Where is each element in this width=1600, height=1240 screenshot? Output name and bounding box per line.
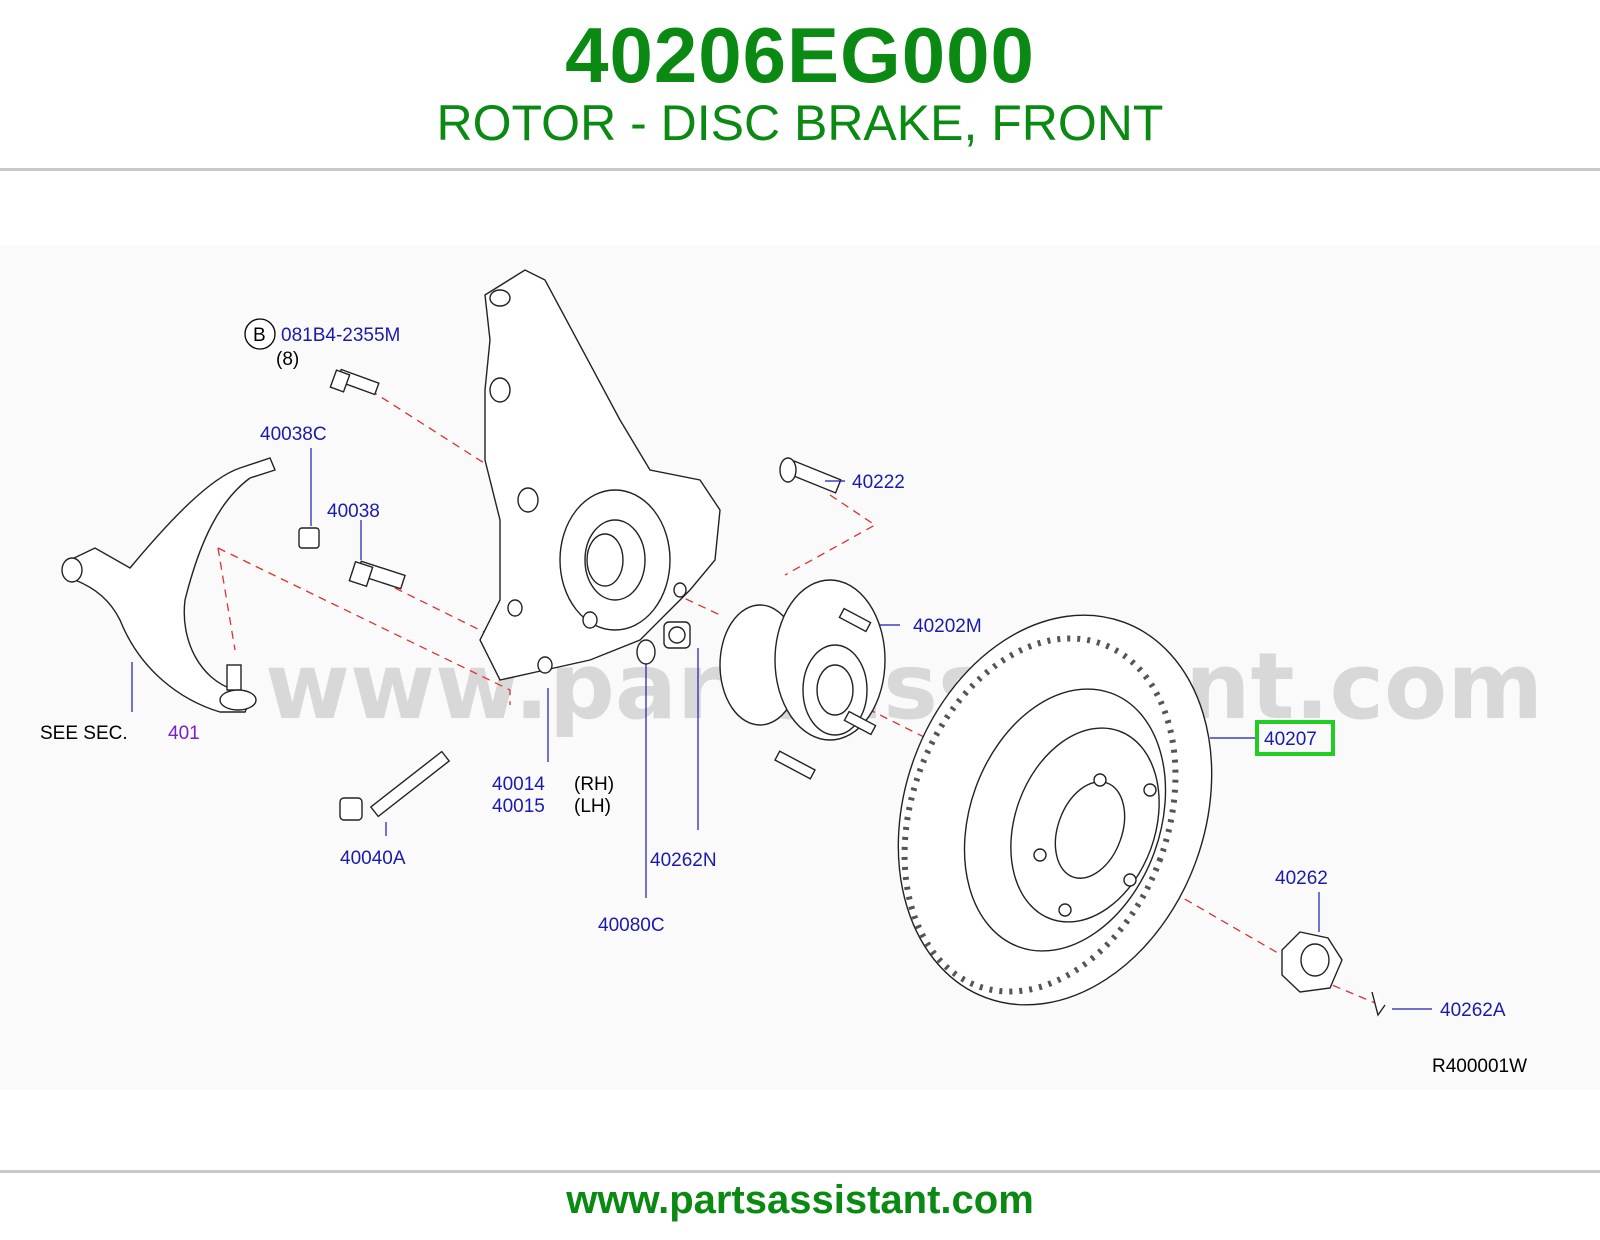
hub-bolt-b (329, 368, 380, 396)
assembly-dashed-lines (217, 389, 1381, 1006)
bolt-b-circle-icon (244, 318, 276, 350)
label-see-sec: SEE SEC. (40, 723, 128, 744)
highlighted-part-box (1255, 720, 1335, 756)
label-sec-401[interactable]: 401 (168, 723, 200, 744)
axle-nut-40262 (1281, 931, 1343, 993)
bolt-40038 (348, 560, 406, 590)
label-40222[interactable]: 40222 (852, 472, 905, 493)
nut-40262n (663, 621, 691, 649)
label-40262[interactable]: 40262 (1275, 868, 1328, 889)
label-40080c[interactable]: 40080C (598, 915, 665, 936)
watermark: www.partsassistant.com (265, 633, 1543, 740)
label-40262n[interactable]: 40262N (650, 850, 717, 871)
steering-knuckle (479, 269, 721, 681)
bolt-40040a (339, 750, 451, 821)
label-40202m[interactable]: 40202M (913, 616, 982, 637)
cotter-pin-40262a (1371, 991, 1386, 1017)
wheel-hub-assembly (719, 579, 886, 780)
label-40015[interactable]: 40015 (492, 796, 545, 817)
diagram-reference-code: R400001W (1432, 1056, 1527, 1077)
label-40014[interactable]: 40014 (492, 774, 545, 795)
label-081b4-2355m[interactable]: 081B4-2355M (281, 325, 400, 346)
label-lh: (LH) (574, 796, 611, 817)
snap-ring-40080c (636, 639, 656, 665)
label-40207[interactable]: 40207 (1264, 729, 1317, 750)
hub-bolt-40222 (779, 457, 842, 494)
part-number-title: 40206EG000 (565, 11, 1035, 99)
header-divider (0, 168, 1600, 171)
label-40040a[interactable]: 40040A (340, 848, 406, 869)
nut-40038c (298, 527, 320, 549)
footer-divider (0, 1170, 1600, 1173)
label-bolt-qty: (8) (276, 349, 299, 370)
label-40038[interactable]: 40038 (327, 501, 380, 522)
label-rh: (RH) (574, 774, 614, 795)
leader-lines (131, 448, 1432, 1010)
brake-disc-rotor (897, 614, 1213, 1006)
label-40038c[interactable]: 40038C (260, 424, 327, 445)
part-description: ROTOR - DISC BRAKE, FRONT (436, 95, 1164, 151)
bolt-b-marker: B (253, 325, 266, 346)
lower-control-arm (61, 457, 276, 713)
footer-website-link[interactable]: www.partsassistant.com (566, 1178, 1034, 1222)
label-40262a[interactable]: 40262A (1440, 1000, 1506, 1021)
